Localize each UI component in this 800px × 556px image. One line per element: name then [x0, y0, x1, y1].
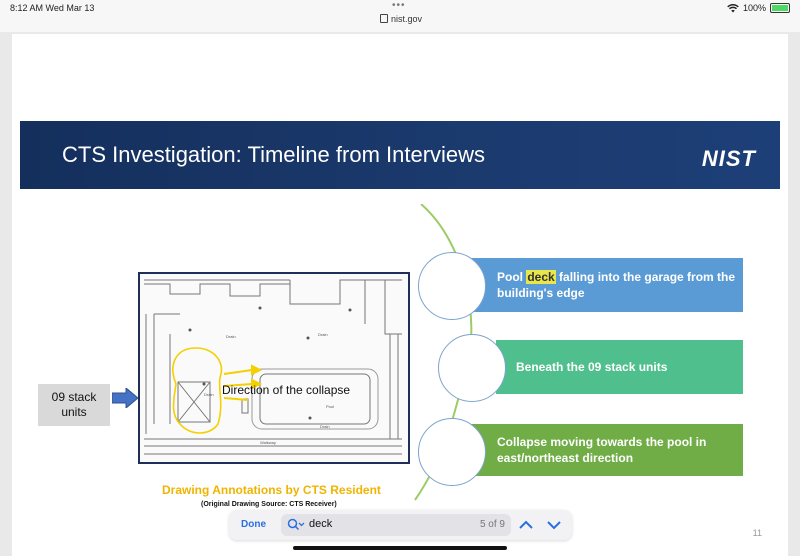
slide-page: CTS Investigation: Timeline from Intervi… — [12, 34, 788, 556]
address-bar[interactable]: nist.gov — [380, 14, 422, 24]
battery-icon — [770, 3, 790, 13]
svg-text:Drain: Drain — [318, 332, 328, 337]
nist-logo: NIST — [701, 146, 756, 171]
find-on-page-bar: Done 5 of 9 — [229, 510, 572, 540]
slide-title: CTS Investigation: Timeline from Intervi… — [62, 142, 486, 167]
timeline-item-1-text: Pool deck falling into the garage from t… — [497, 269, 741, 301]
svg-text:Drain: Drain — [204, 392, 214, 397]
slide-page-number: 11 — [752, 528, 762, 538]
svg-text:Drain: Drain — [320, 424, 330, 429]
timeline-item-1-pre: Pool — [497, 270, 527, 284]
svg-text:Pool: Pool — [326, 404, 334, 409]
search-options-icon[interactable] — [287, 518, 305, 532]
find-field[interactable]: 5 of 9 — [281, 514, 511, 536]
timeline-circle-1 — [418, 252, 486, 320]
url-text: nist.gov — [391, 14, 423, 24]
stack-units-text: 09 stack units — [51, 390, 97, 419]
timeline-item-1-post: falling into the garage from the buildin… — [497, 270, 736, 300]
more-dots-icon[interactable]: ••• — [392, 0, 406, 11]
timeline-item-3: Collapse moving towards the pool in east… — [440, 424, 743, 476]
svg-text:Walkway: Walkway — [260, 440, 276, 445]
annotation-source: (Original Drawing Source: CTS Receiver) — [201, 501, 337, 508]
timeline-circle-3 — [418, 418, 486, 486]
status-bar: 8:12 AM Wed Mar 13 ••• nist.gov 100% — [0, 0, 800, 32]
match-count: 5 of 9 — [479, 519, 505, 530]
status-time: 8:12 AM Wed Mar 13 — [10, 3, 95, 13]
chevron-down-icon[interactable] — [545, 516, 563, 534]
collapse-direction-label: Direction of the collapse — [222, 383, 351, 397]
timeline-circle-2 — [438, 334, 506, 402]
annotation-title: Drawing Annotations by CTS Resident — [162, 483, 381, 497]
timeline-item-2: Beneath the 09 stack units — [496, 340, 743, 394]
chevron-up-icon[interactable] — [517, 516, 535, 534]
timeline-item-2-text: Beneath the 09 stack units — [516, 360, 668, 374]
done-button[interactable]: Done — [241, 519, 266, 530]
wifi-icon — [727, 3, 739, 12]
battery-percent: 100% — [742, 3, 766, 13]
search-highlight: deck — [526, 270, 556, 284]
find-input[interactable] — [309, 518, 429, 530]
stack-units-label: 09 stack units — [38, 384, 110, 426]
timeline-item-3-text: Collapse moving towards the pool in east… — [497, 435, 707, 465]
svg-text:Drain: Drain — [226, 334, 236, 339]
home-indicator[interactable] — [293, 546, 507, 550]
status-indicators: 100% — [727, 3, 790, 13]
timeline-item-1: Pool deck falling into the garage from t… — [440, 258, 743, 312]
right-arrow-icon — [112, 388, 138, 408]
lock-icon — [380, 14, 388, 23]
slide-banner: CTS Investigation: Timeline from Intervi… — [20, 121, 780, 189]
